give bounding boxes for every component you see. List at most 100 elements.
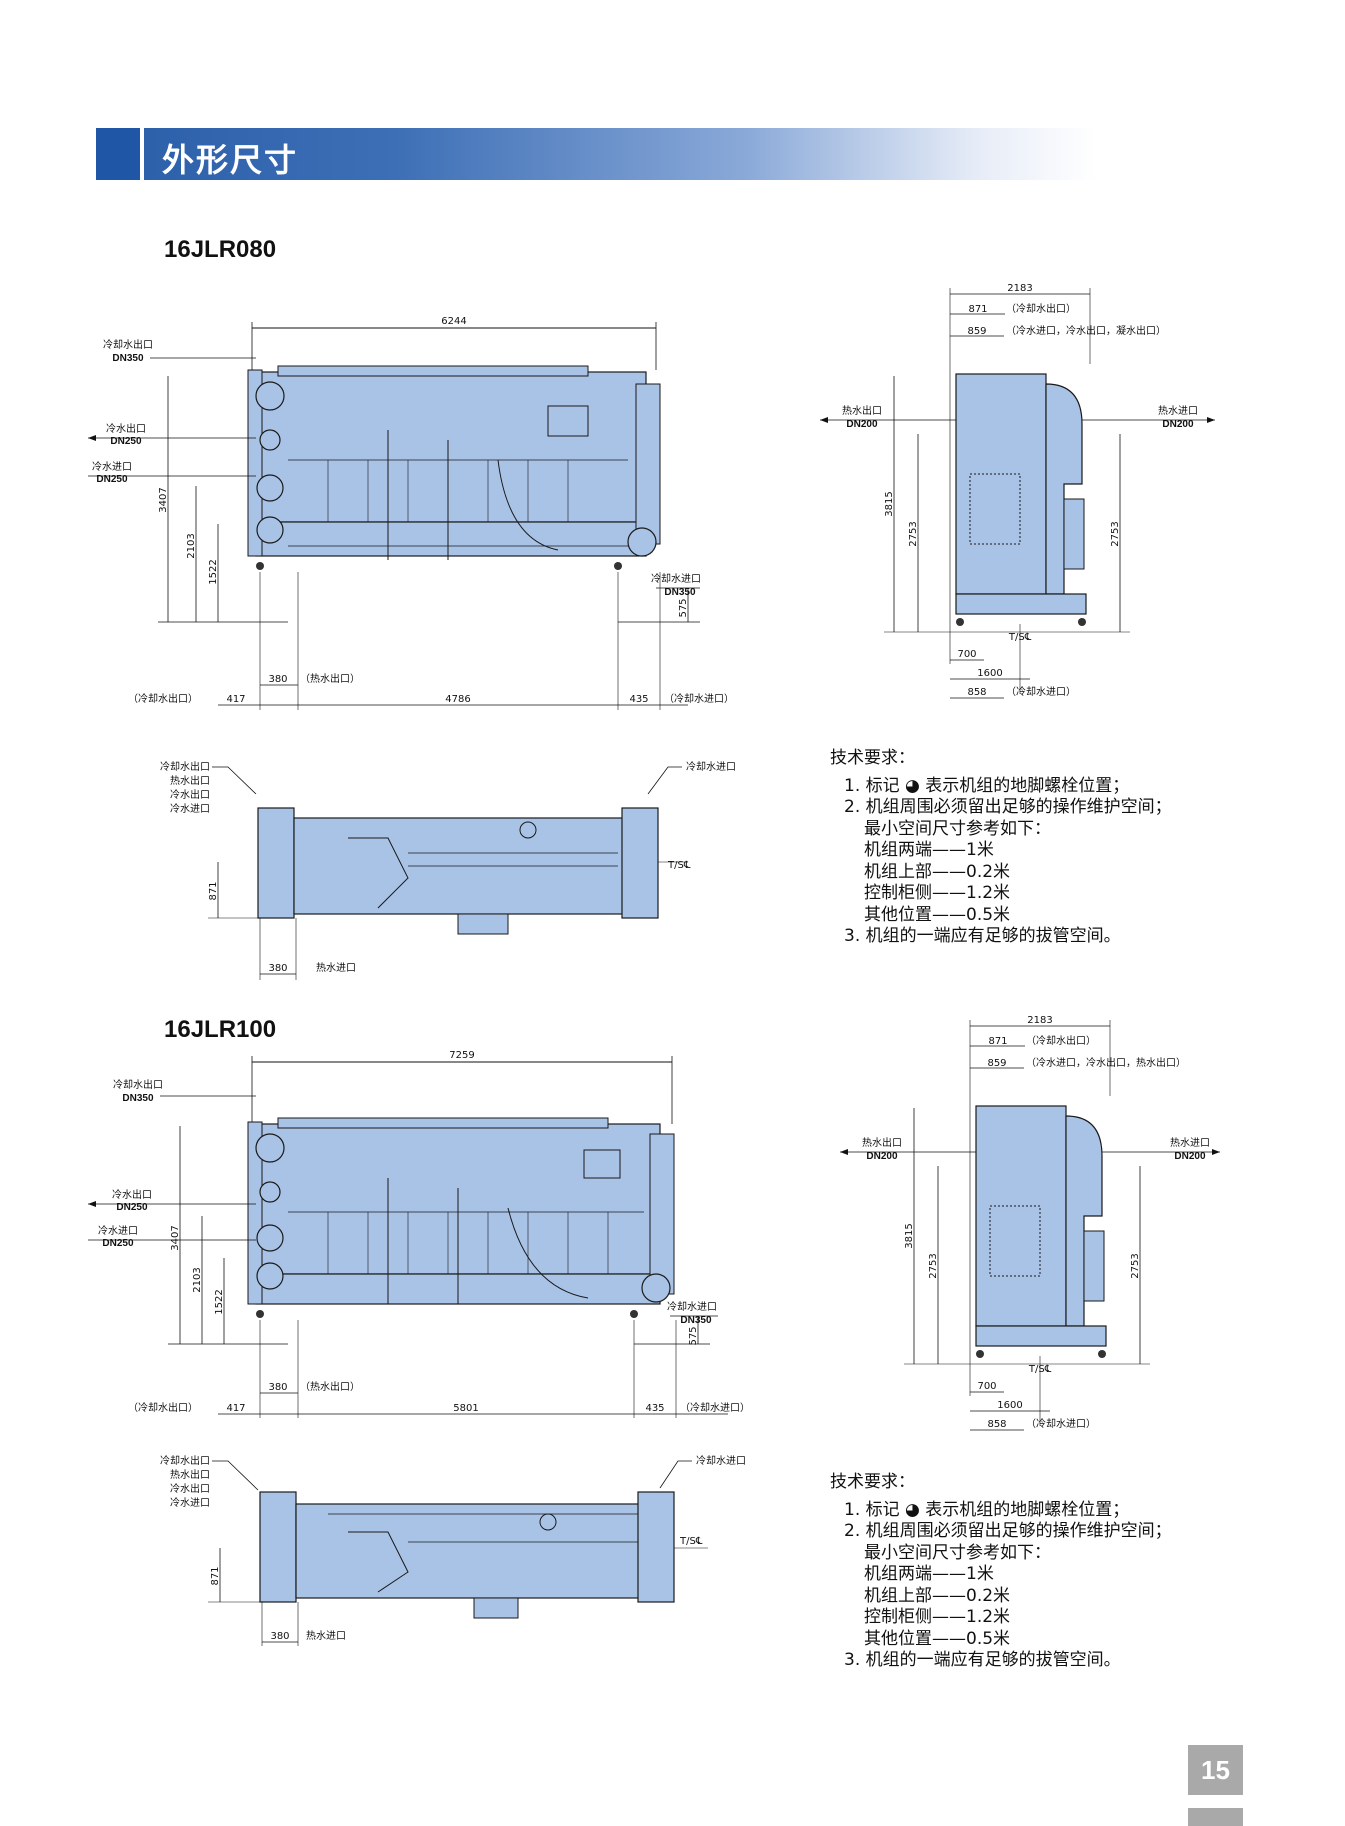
label-cw-in-p: （冷却水进口）	[680, 1401, 748, 1414]
notes-sub: 其他位置——0.5米	[864, 904, 1011, 925]
label-cw-in: 冷却水进口	[651, 572, 701, 585]
dim-mid: 4786	[445, 694, 470, 705]
dim-h1: 3407	[170, 1225, 181, 1250]
dim-417: 417	[226, 1403, 245, 1414]
plan-label-1: 冷却水出口	[160, 760, 210, 773]
notes-item: 2. 机组周围必须留出足够的操作维护空间；	[844, 1521, 1172, 1541]
side-h-total: 3815	[904, 1223, 915, 1248]
side-view-1: 2183 871 （冷却水出口） 859 （冷水进口，冷水出口，凝水出口） 热水…	[820, 284, 1220, 704]
dim-h2: 2103	[186, 533, 197, 558]
side-l858: （冷却水进口）	[1026, 1417, 1096, 1430]
section-header: 外形尺寸	[96, 128, 1096, 180]
front-view-1: 6244 冷却水出口 DN350 冷水出口 DN250 冷水进口 DN250 3…	[88, 310, 728, 720]
side-view-2: 2183 871 （冷却水出口） 859 （冷水进口，冷水出口，热水出口） 热水…	[840, 1016, 1240, 1436]
plan-d871: 871	[210, 1566, 221, 1585]
side-l858: （冷却水进口）	[1006, 685, 1076, 698]
label-chw-in: 冷水进口	[92, 460, 132, 473]
plan-label-hw-in: 热水进口	[316, 961, 356, 974]
plan-label-3: 冷水出口	[170, 788, 210, 801]
side-d871: 871	[988, 1036, 1007, 1047]
side-d700: 700	[957, 649, 976, 660]
dim-h4: 575	[678, 598, 689, 617]
side-label-hw-out: 热水出口	[862, 1136, 902, 1149]
dim-435: 435	[645, 1403, 664, 1414]
notes-sub: 机组上部——0.2米	[864, 1585, 1011, 1606]
dim-380: 380	[268, 674, 287, 685]
plan-view-1: 冷却水出口 热水出口 冷水出口 冷水进口 冷却水进口 T/S℄ 871 380 …	[148, 758, 768, 988]
dim-h4: 575	[688, 1326, 699, 1345]
label-hw-out-p: （热水出口）	[300, 1380, 360, 1393]
side-h-2753a: 2753	[928, 1253, 939, 1278]
plan-label-1: 冷却水出口	[160, 1454, 210, 1467]
plan-label-right: 冷却水进口	[686, 760, 736, 773]
dim-h3: 1522	[208, 559, 219, 584]
notes-sub: 机组两端——1米	[864, 840, 994, 860]
plan-label-2: 热水出口	[170, 1468, 210, 1481]
side-d1600: 1600	[997, 1400, 1022, 1411]
dim-h3: 1522	[214, 1289, 225, 1314]
front-width-total: 7259	[449, 1050, 474, 1061]
dim-mid: 5801	[453, 1403, 478, 1414]
label-cw-out: 冷却水出口	[113, 1078, 163, 1091]
plan-label-right: 冷却水进口	[696, 1454, 746, 1467]
dim-h1: 3407	[158, 487, 169, 512]
side-d858: 858	[967, 687, 986, 698]
side-hw-in-dn: DN200	[1162, 419, 1194, 430]
side-d1600: 1600	[977, 668, 1002, 679]
notes-heading: 技术要求：	[830, 1472, 915, 1492]
model-title-2: 16JLR100	[164, 1016, 277, 1043]
side-d859: 859	[987, 1058, 1006, 1069]
label-cw-in-p: （冷却水进口）	[664, 692, 728, 705]
label-chw-out: 冷水出口	[106, 422, 146, 435]
plan-ts: T/S℄	[679, 1536, 703, 1547]
dim-435: 435	[629, 694, 648, 705]
side-label-hw-in: 热水进口	[1158, 404, 1198, 417]
page-number: 15	[1188, 1745, 1243, 1795]
dim-380: 380	[268, 1382, 287, 1393]
dim-417: 417	[226, 694, 245, 705]
notes-item: 3. 机组的一端应有足够的拔管空间。	[844, 1650, 1121, 1670]
plan-d871: 871	[208, 881, 219, 900]
notes-item: 1. 标记 ◕ 表示机组的地脚螺栓位置；	[844, 1499, 1130, 1520]
label-chw-in-dn: DN250	[102, 1238, 134, 1249]
plan-shell	[295, 1503, 653, 1599]
label-cw-in-dn: DN350	[680, 1315, 712, 1326]
notes-sub: 机组上部——0.2米	[864, 861, 1011, 882]
label-cw-out-dn: DN350	[112, 353, 144, 364]
side-h-2753b: 2753	[1130, 1253, 1141, 1278]
side-d859: 859	[967, 326, 986, 337]
label-cw-out: 冷却水出口	[103, 338, 153, 351]
notes-sub: 机组两端——1米	[864, 1564, 994, 1584]
label-chw-out: 冷水出口	[112, 1188, 152, 1201]
side-hw-in-dn: DN200	[1174, 1151, 1206, 1162]
label-cw-in-dn: DN350	[664, 587, 696, 598]
notes-sub: 控制柜侧——1.2米	[864, 883, 1011, 903]
plan-label-hw-in: 热水进口	[306, 1629, 346, 1642]
plan-d380: 380	[268, 963, 287, 974]
notes-item: 3. 机组的一端应有足够的拔管空间。	[844, 926, 1121, 946]
side-d858: 858	[987, 1419, 1006, 1430]
plan-label-2: 热水出口	[170, 774, 210, 787]
side-hw-out-dn: DN200	[846, 419, 878, 430]
page-number-tab	[1188, 1808, 1243, 1826]
plan-ts: T/S℄	[667, 860, 691, 871]
label-chw-in: 冷水进口	[98, 1224, 138, 1237]
plan-view-2: 冷却水出口 热水出口 冷水出口 冷水进口 冷却水进口 T/S℄ 871 380 …	[148, 1452, 788, 1652]
tech-notes-1: 技术要求： 1. 标记 ◕ 表示机组的地脚螺栓位置； 2. 机组周围必须留出足够…	[830, 748, 1172, 948]
plan-label-3: 冷水出口	[170, 1482, 210, 1495]
dim-h2: 2103	[192, 1267, 203, 1292]
side-d700: 700	[977, 1381, 996, 1392]
notes-sub: 其他位置——0.5米	[864, 1628, 1011, 1649]
label-cw-out-p: （冷却水出口）	[128, 1401, 198, 1414]
side-h-2753a: 2753	[908, 521, 919, 546]
side-h-total: 3815	[884, 491, 895, 516]
section-title: 外形尺寸	[162, 141, 299, 179]
notes-sub: 控制柜侧——1.2米	[864, 1607, 1011, 1627]
side-h-2753b: 2753	[1110, 521, 1121, 546]
label-cw-out-p: （冷却水出口）	[128, 692, 198, 705]
front-width-total: 6244	[441, 316, 466, 327]
notes-heading: 技术要求：	[830, 748, 915, 768]
label-chw-out-dn: DN250	[116, 1202, 148, 1213]
model-title-1: 16JLR080	[164, 236, 277, 263]
header-accent-block	[96, 128, 144, 180]
